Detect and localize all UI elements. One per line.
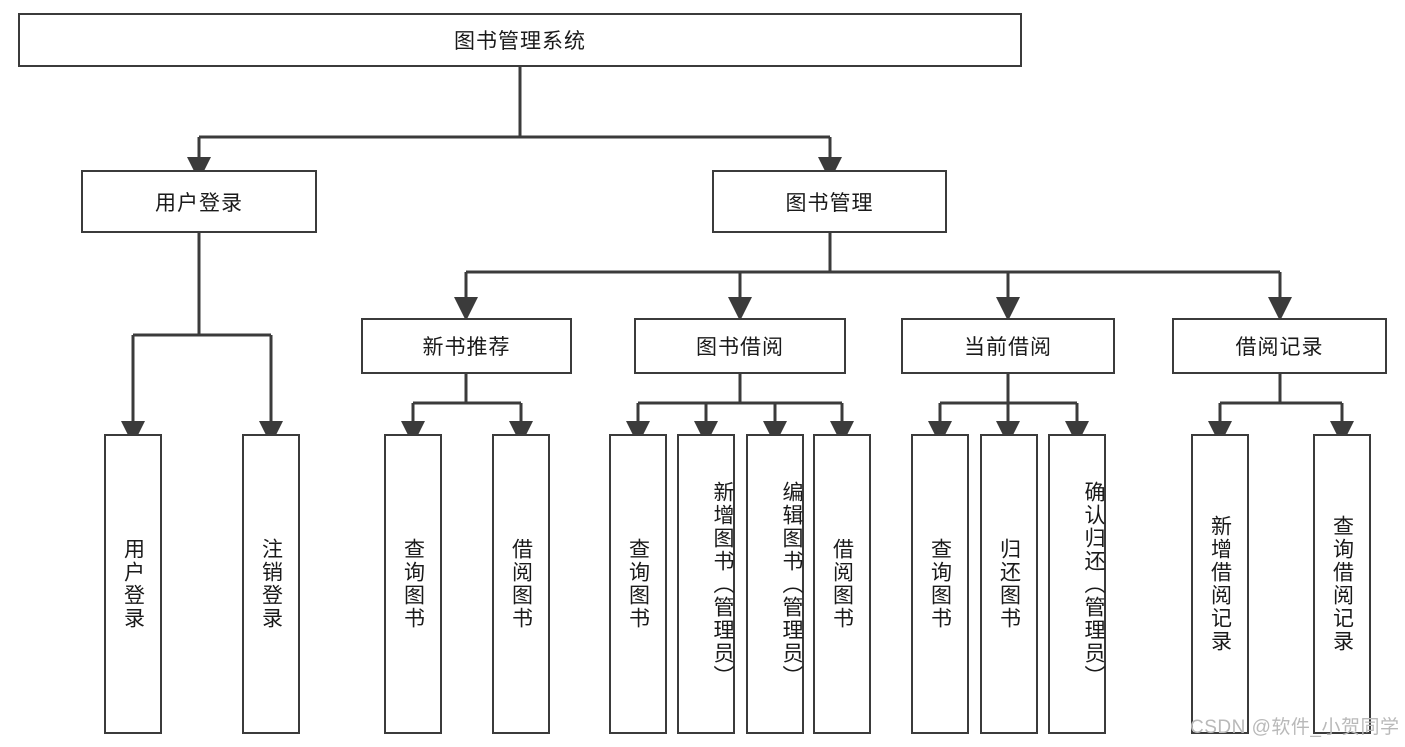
node-current-borrow[interactable]: 当前借阅	[901, 318, 1115, 374]
node-borrow-record[interactable]: 借阅记录	[1172, 318, 1387, 374]
leaf-borrow-record-add[interactable]: 新增借阅记录	[1191, 434, 1249, 734]
leaf-book-borrow-add[interactable]: 新增图书（管理员）	[677, 434, 735, 734]
node-root-system[interactable]: 图书管理系统	[18, 13, 1022, 67]
watermark-text: CSDN @软件_小贺同学	[1190, 717, 1400, 738]
leaf-borrow-record-query[interactable]: 查询借阅记录	[1313, 434, 1371, 734]
leaf-current-borrow-return[interactable]: 归还图书	[980, 434, 1038, 734]
node-book-management[interactable]: 图书管理	[712, 170, 947, 233]
leaf-current-borrow-query[interactable]: 查询图书	[911, 434, 969, 734]
leaf-book-borrow-query[interactable]: 查询图书	[609, 434, 667, 734]
leaf-book-borrow-borrow[interactable]: 借阅图书	[813, 434, 871, 734]
node-book-borrow[interactable]: 图书借阅	[634, 318, 846, 374]
leaf-user-login-login[interactable]: 用户登录	[104, 434, 162, 734]
leaf-user-login-logout[interactable]: 注销登录	[242, 434, 300, 734]
node-new-book-recommend[interactable]: 新书推荐	[361, 318, 572, 374]
node-user-login[interactable]: 用户登录	[81, 170, 317, 233]
leaf-new-book-query[interactable]: 查询图书	[384, 434, 442, 734]
leaf-current-borrow-confirm-return[interactable]: 确认归还（管理员）	[1048, 434, 1106, 734]
leaf-book-borrow-edit[interactable]: 编辑图书（管理员）	[746, 434, 804, 734]
leaf-new-book-borrow[interactable]: 借阅图书	[492, 434, 550, 734]
